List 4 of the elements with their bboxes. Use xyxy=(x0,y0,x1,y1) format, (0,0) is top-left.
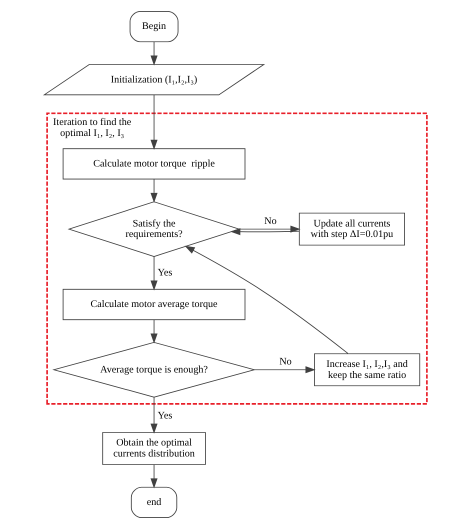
edge-label: Yes xyxy=(158,268,172,279)
edge-label: No xyxy=(264,216,277,227)
edge-label: No xyxy=(279,356,292,368)
edge-label: Yes xyxy=(158,410,172,422)
